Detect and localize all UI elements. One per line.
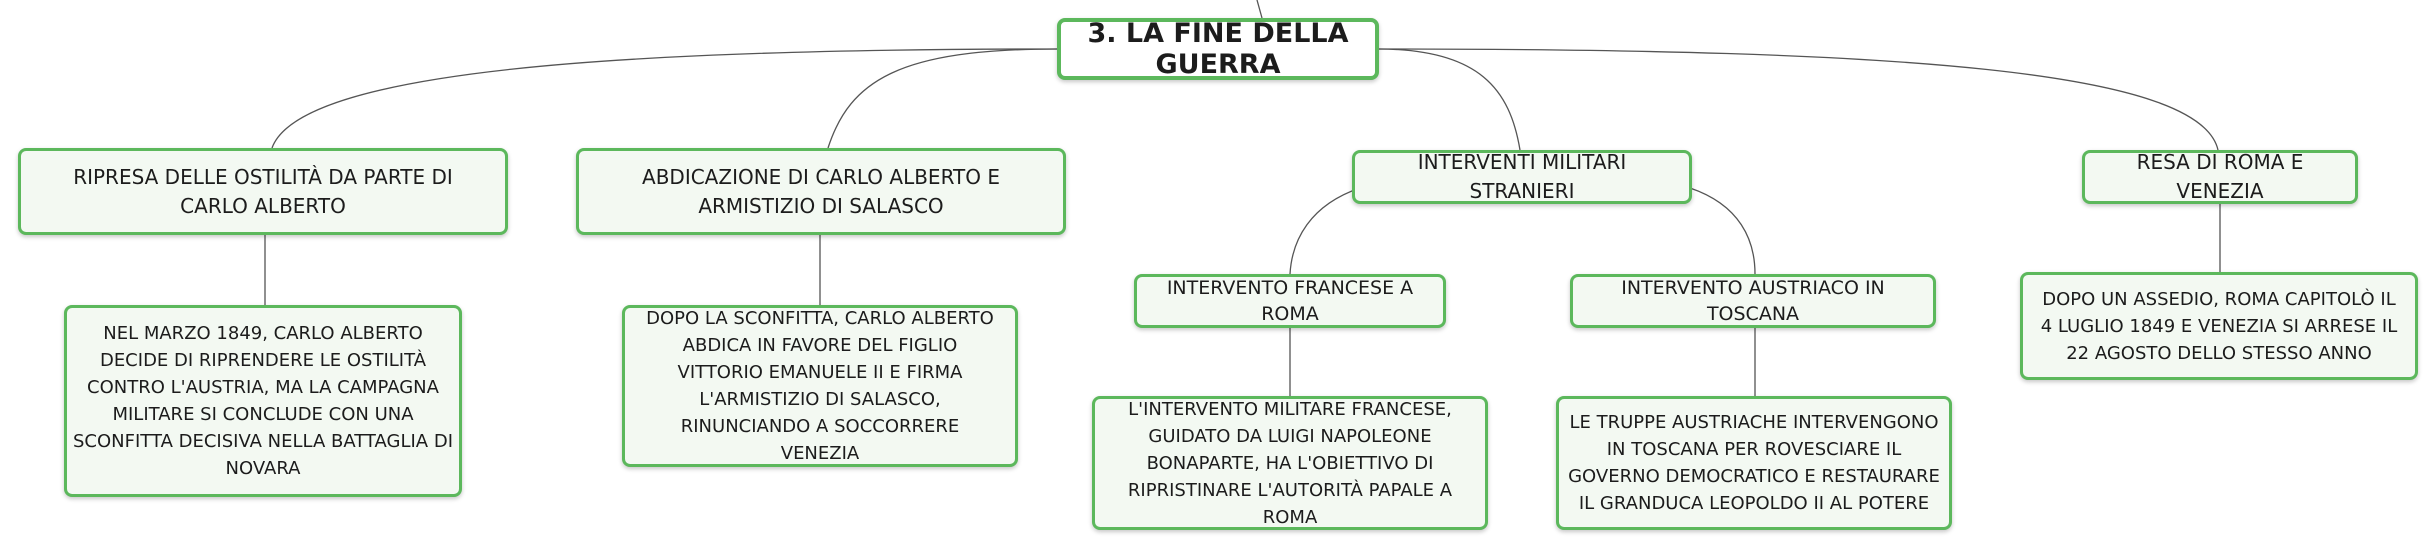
detail-text: NEL MARZO 1849, CARLO ALBERTO DECIDE DI …: [73, 323, 454, 479]
topic-node-ripresa-ostilita[interactable]: RIPRESA DELLE OSTILITÀ DA PARTE DI CARLO…: [18, 148, 508, 235]
connector-root-topic-1: [271, 48, 1058, 149]
root-label: 3. LA FINE DELLA GUERRA: [1087, 18, 1349, 80]
detail-node-ripresa[interactable]: NEL MARZO 1849, CARLO ALBERTO DECIDE DI …: [64, 305, 462, 497]
topic-label: INTERVENTI MILITARI STRANIERI: [1417, 150, 1627, 203]
detail-text: L'INTERVENTO MILITARE FRANCESE, GUIDATO …: [1127, 398, 1453, 528]
subtopic-node-intervento-austriaco[interactable]: INTERVENTO AUSTRIACO IN TOSCANA: [1570, 274, 1936, 328]
connector-topic-3-sub-2: [1689, 187, 1756, 275]
topic-node-abdicazione[interactable]: ABDICAZIONE DI CARLO ALBERTO E ARMISTIZI…: [576, 148, 1066, 235]
subtopic-node-intervento-francese[interactable]: INTERVENTO FRANCESE A ROMA: [1134, 274, 1446, 328]
connector-root-topic-4: [1377, 48, 2219, 151]
topic-label: ABDICAZIONE DI CARLO ALBERTO E ARMISTIZI…: [642, 164, 1000, 218]
topic-node-resa-roma-venezia[interactable]: RESA DI ROMA E VENEZIA: [2082, 150, 2358, 204]
detail-node-resa[interactable]: DOPO UN ASSEDIO, ROMA CAPITOLÒ IL 4 LUGL…: [2020, 272, 2418, 380]
detail-text: LE TRUPPE AUSTRIACHE INTERVENGONO IN TOS…: [1568, 412, 1940, 514]
detail-text: DOPO UN ASSEDIO, ROMA CAPITOLÒ IL 4 LUGL…: [2040, 288, 2398, 364]
detail-node-francese[interactable]: L'INTERVENTO MILITARE FRANCESE, GUIDATO …: [1092, 396, 1488, 530]
topic-label: RIPRESA DELLE OSTILITÀ DA PARTE DI CARLO…: [73, 164, 453, 218]
connector-root-parent: [1256, 0, 1263, 19]
detail-text: DOPO LA SCONFITTA, CARLO ALBERTO ABDICA …: [646, 308, 994, 464]
connector-root-topic-3: [1377, 48, 1521, 151]
root-node[interactable]: 3. LA FINE DELLA GUERRA: [1057, 18, 1379, 80]
detail-node-austriaco[interactable]: LE TRUPPE AUSTRIACHE INTERVENGONO IN TOS…: [1556, 396, 1952, 530]
connector-root-topic-2: [827, 48, 1058, 149]
subtopic-label: INTERVENTO FRANCESE A ROMA: [1166, 277, 1414, 325]
detail-node-abdicazione[interactable]: DOPO LA SCONFITTA, CARLO ALBERTO ABDICA …: [622, 305, 1018, 467]
connector-topic-3-sub-1: [1289, 187, 1361, 275]
subtopic-label: INTERVENTO AUSTRIACO IN TOSCANA: [1621, 277, 1885, 325]
topic-label: RESA DI ROMA E VENEZIA: [2136, 150, 2304, 203]
topic-node-interventi-stranieri[interactable]: INTERVENTI MILITARI STRANIERI: [1352, 150, 1692, 204]
